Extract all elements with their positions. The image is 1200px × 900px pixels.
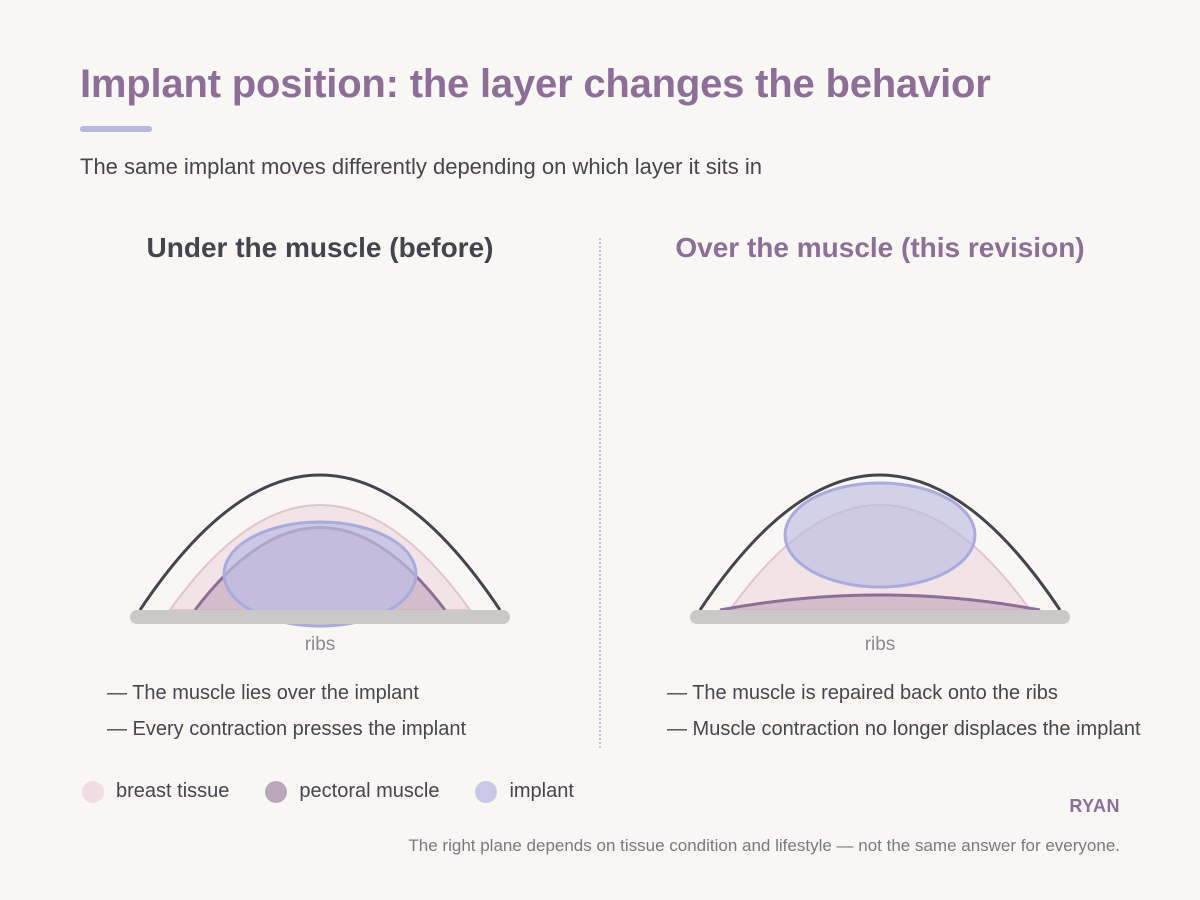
list-item: — Every contraction presses the implant: [107, 718, 467, 740]
implant-shape: [222, 520, 418, 628]
implant-shape: [783, 481, 977, 589]
ribs-label-left: ribs: [304, 634, 336, 655]
bullet-list-over-muscle: — The muscle is repaired back onto the r…: [667, 680, 1141, 752]
implant-swatch: [475, 780, 498, 803]
legend-label: implant: [509, 780, 574, 802]
page-title: Implant position: the layer changes the …: [80, 62, 991, 106]
ribs-label-right: ribs: [864, 634, 896, 655]
diagram-under-muscle: [130, 473, 510, 628]
legend-item-implant: implant: [475, 780, 574, 803]
legend-item-breast-tissue: breast tissue: [82, 780, 229, 803]
bullet-list-under-muscle: — The muscle lies over the implant — Eve…: [107, 680, 466, 752]
legend-label: pectoral muscle: [299, 780, 440, 802]
panel-title-over-muscle: Over the muscle (this revision): [675, 232, 1085, 263]
list-item: — The muscle is repaired back onto the r…: [667, 682, 1058, 704]
footnote: The right plane depends on tissue condit…: [408, 836, 1120, 855]
skin-outline: [138, 473, 502, 611]
legend-label: breast tissue: [116, 780, 230, 802]
title-underline: [80, 126, 152, 132]
brand-mark: RYAN: [1069, 796, 1120, 816]
panel-title-under-muscle: Under the muscle (before): [146, 232, 494, 263]
page-subtitle: The same implant moves differently depen…: [80, 154, 762, 179]
diagram-over-muscle: [690, 473, 1070, 624]
skin-outline: [698, 473, 1062, 611]
breast-tissue-swatch: [82, 780, 104, 803]
legend: breast tissue pectoral muscle implant: [82, 780, 610, 803]
panel-divider: [599, 238, 601, 748]
pectoral-muscle-swatch: [265, 780, 288, 803]
list-item: — Muscle contraction no longer displaces…: [667, 718, 1141, 740]
list-item: — The muscle lies over the implant: [107, 682, 419, 704]
legend-item-pectoral-muscle: pectoral muscle: [265, 780, 439, 803]
pectoral-muscle-edge: [719, 593, 1041, 612]
